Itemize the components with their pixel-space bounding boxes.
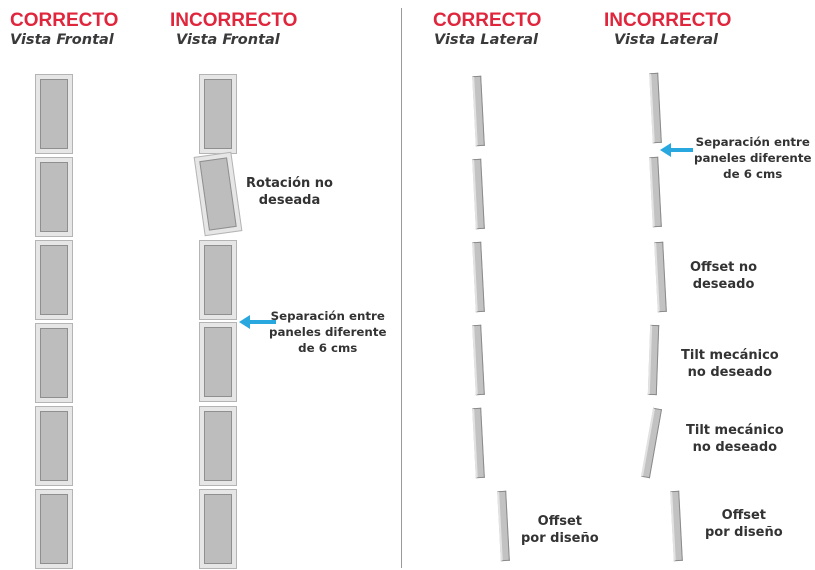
front-correct-title: CORRECTO: [10, 10, 119, 31]
note-line: Rotación no: [246, 176, 333, 191]
side-gap-arrow: [660, 143, 693, 157]
note-line: Offset: [537, 514, 583, 529]
note-line: Offset: [721, 508, 767, 523]
side-incorrect-subtitle: Vista Lateral: [614, 32, 719, 48]
tilt-note-2: Tilt mecánico no deseado: [686, 422, 784, 456]
note-line: paneles diferente: [269, 325, 387, 339]
note-line: Tilt mecánico: [681, 348, 779, 363]
column-divider: [401, 8, 402, 568]
note-line: deseado: [692, 277, 755, 292]
rotation-note: Rotación no deseada: [246, 175, 333, 209]
front-panel: [35, 157, 73, 237]
tilt-note-1: Tilt mecánico no deseado: [681, 347, 779, 381]
note-line: Separación entre: [270, 309, 385, 323]
note-line: paneles diferente: [694, 151, 812, 165]
front-incorrect-title: INCORRECTO: [170, 10, 298, 31]
note-line: de 6 cms: [298, 341, 358, 355]
note-line: de 6 cms: [723, 167, 783, 181]
front-incorrect-subtitle: Vista Frontal: [176, 32, 280, 48]
note-line: no deseado: [692, 440, 778, 455]
front-panel: [199, 322, 237, 402]
note-line: por diseño: [705, 525, 783, 540]
front-panel: [199, 406, 237, 486]
front-panel: [35, 489, 73, 569]
front-gap-arrow: [239, 315, 276, 329]
side-correct-subtitle: Vista Lateral: [434, 32, 539, 48]
offset-unwanted-note: Offset no deseado: [690, 259, 757, 293]
offset-design-note-incorrect: Offset por diseño: [705, 507, 783, 541]
note-line: Separación entre: [695, 135, 810, 149]
front-panel: [35, 406, 73, 486]
side-gap-note: Separación entre paneles diferente de 6 …: [694, 134, 811, 182]
front-correct-subtitle: Vista Frontal: [10, 32, 114, 48]
front-panel: [35, 240, 73, 320]
front-panel: [35, 74, 73, 154]
front-gap-note: Separación entre paneles diferente de 6 …: [269, 308, 386, 356]
offset-design-note-correct: Offset por diseño: [521, 513, 599, 547]
note-line: Tilt mecánico: [686, 423, 784, 438]
front-panel: [35, 323, 73, 403]
side-incorrect-title: INCORRECTO: [604, 10, 732, 31]
note-line: por diseño: [521, 531, 599, 546]
front-panel: [199, 489, 237, 569]
note-line: deseada: [258, 193, 321, 208]
side-correct-title: CORRECTO: [433, 10, 542, 31]
note-line: Offset no: [690, 260, 758, 275]
note-line: no deseado: [687, 365, 773, 380]
front-panel: [199, 74, 237, 154]
front-panel: [199, 240, 237, 320]
